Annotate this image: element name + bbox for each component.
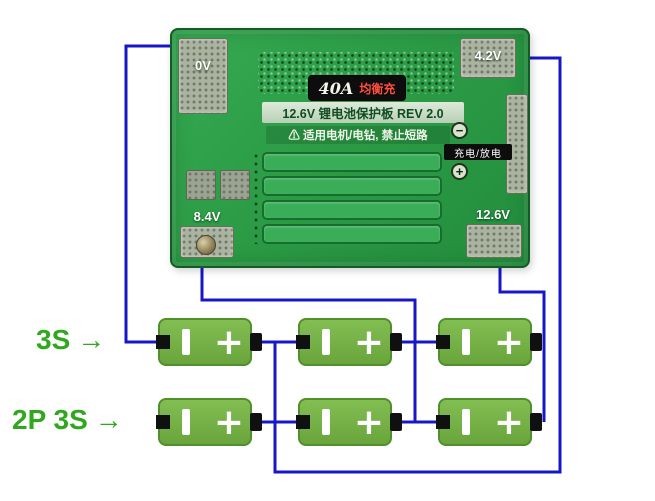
battery-positive-terminal: [530, 333, 542, 351]
via-holes-column: [252, 152, 260, 244]
wire-0v-to-cell1-negative: [124, 44, 172, 344]
pad-label-4v2: 4.2V: [474, 48, 502, 63]
battery-plus-symbol: +: [493, 401, 525, 443]
charge-plus-icon: +: [451, 163, 468, 180]
battery-minus-icon: [462, 409, 470, 435]
battery-plus-symbol: +: [353, 401, 385, 443]
battery-cell-row2-1: +: [156, 398, 262, 446]
battery-negative-terminal: [296, 335, 310, 349]
battery-negative-terminal: [436, 415, 450, 429]
board-warning: ⚠ 适用电机/电钻, 禁止短路: [266, 126, 450, 144]
battery-positive-terminal: [390, 333, 402, 351]
config-label-2p3s-text: 2P 3S: [12, 404, 88, 435]
battery-plus-symbol: +: [353, 321, 385, 363]
discharge-minus-icon: −: [451, 122, 468, 139]
balance-charge-text: 均衡充: [359, 81, 396, 96]
battery-negative-terminal: [436, 335, 450, 349]
battery-positive-terminal: [530, 413, 542, 431]
battery-plus-symbol: +: [213, 321, 245, 363]
battery-cell-row1-2: +: [296, 318, 402, 366]
pad-label-0v: 0V: [195, 58, 211, 73]
screw-terminal-icon: [196, 235, 216, 255]
board-title: 12.6V 锂电池保护板 REV 2.0: [262, 102, 464, 123]
battery-negative-terminal: [156, 335, 170, 349]
charge-discharge-label: 充电/放电: [444, 144, 512, 160]
battery-negative-terminal: [296, 415, 310, 429]
pad-label-12v6: 12.6V: [476, 207, 510, 222]
mosfet-bar-4: [262, 224, 442, 244]
battery-cell-row2-2: +: [296, 398, 402, 446]
bms-protection-board: 0V 4.2V 8.4V 12.6V 40A 均衡充 12.6V 锂电池保护板 …: [170, 28, 530, 268]
wire-12v6-to-cell3-positive: [498, 248, 546, 422]
battery-positive-terminal: [390, 413, 402, 431]
battery-minus-icon: [462, 329, 470, 355]
current-rating-badge: 40A 均衡充: [308, 75, 406, 101]
battery-cell-row2-3: +: [436, 398, 542, 446]
mosfet-bar-3: [262, 200, 442, 220]
right-arrow-icon: →: [94, 404, 123, 435]
battery-cell-row1-3: +: [436, 318, 542, 366]
battery-positive-terminal: [250, 333, 262, 351]
battery-minus-icon: [322, 409, 330, 435]
battery-plus-symbol: +: [213, 401, 245, 443]
battery-minus-icon: [322, 329, 330, 355]
solder-pad-4v2: [460, 38, 516, 78]
mosfet-bar-1: [262, 152, 442, 172]
solder-pad-right-strip: [506, 94, 528, 194]
component-pad-right: [220, 170, 250, 200]
solder-pad-0v: [178, 38, 228, 114]
component-pad-left: [186, 170, 216, 200]
right-arrow-icon: →: [77, 324, 106, 355]
current-rating-text: 40A: [318, 78, 354, 98]
battery-cell-row1-1: +: [156, 318, 262, 366]
battery-minus-icon: [182, 329, 190, 355]
battery-plus-symbol: +: [493, 321, 525, 363]
battery-negative-terminal: [156, 415, 170, 429]
config-label-3s-text: 3S: [36, 324, 71, 355]
battery-positive-terminal: [250, 413, 262, 431]
battery-minus-icon: [182, 409, 190, 435]
solder-pad-12v6: [466, 224, 522, 258]
config-label-3s: 3S →: [36, 324, 105, 356]
mosfet-bar-2: [262, 176, 442, 196]
wire-8v4-balance-tap: [200, 248, 417, 422]
config-label-2p3s: 2P 3S →: [12, 404, 123, 436]
wire-4v2-balance-tap: [273, 56, 562, 474]
pad-label-8v4: 8.4V: [193, 209, 221, 224]
